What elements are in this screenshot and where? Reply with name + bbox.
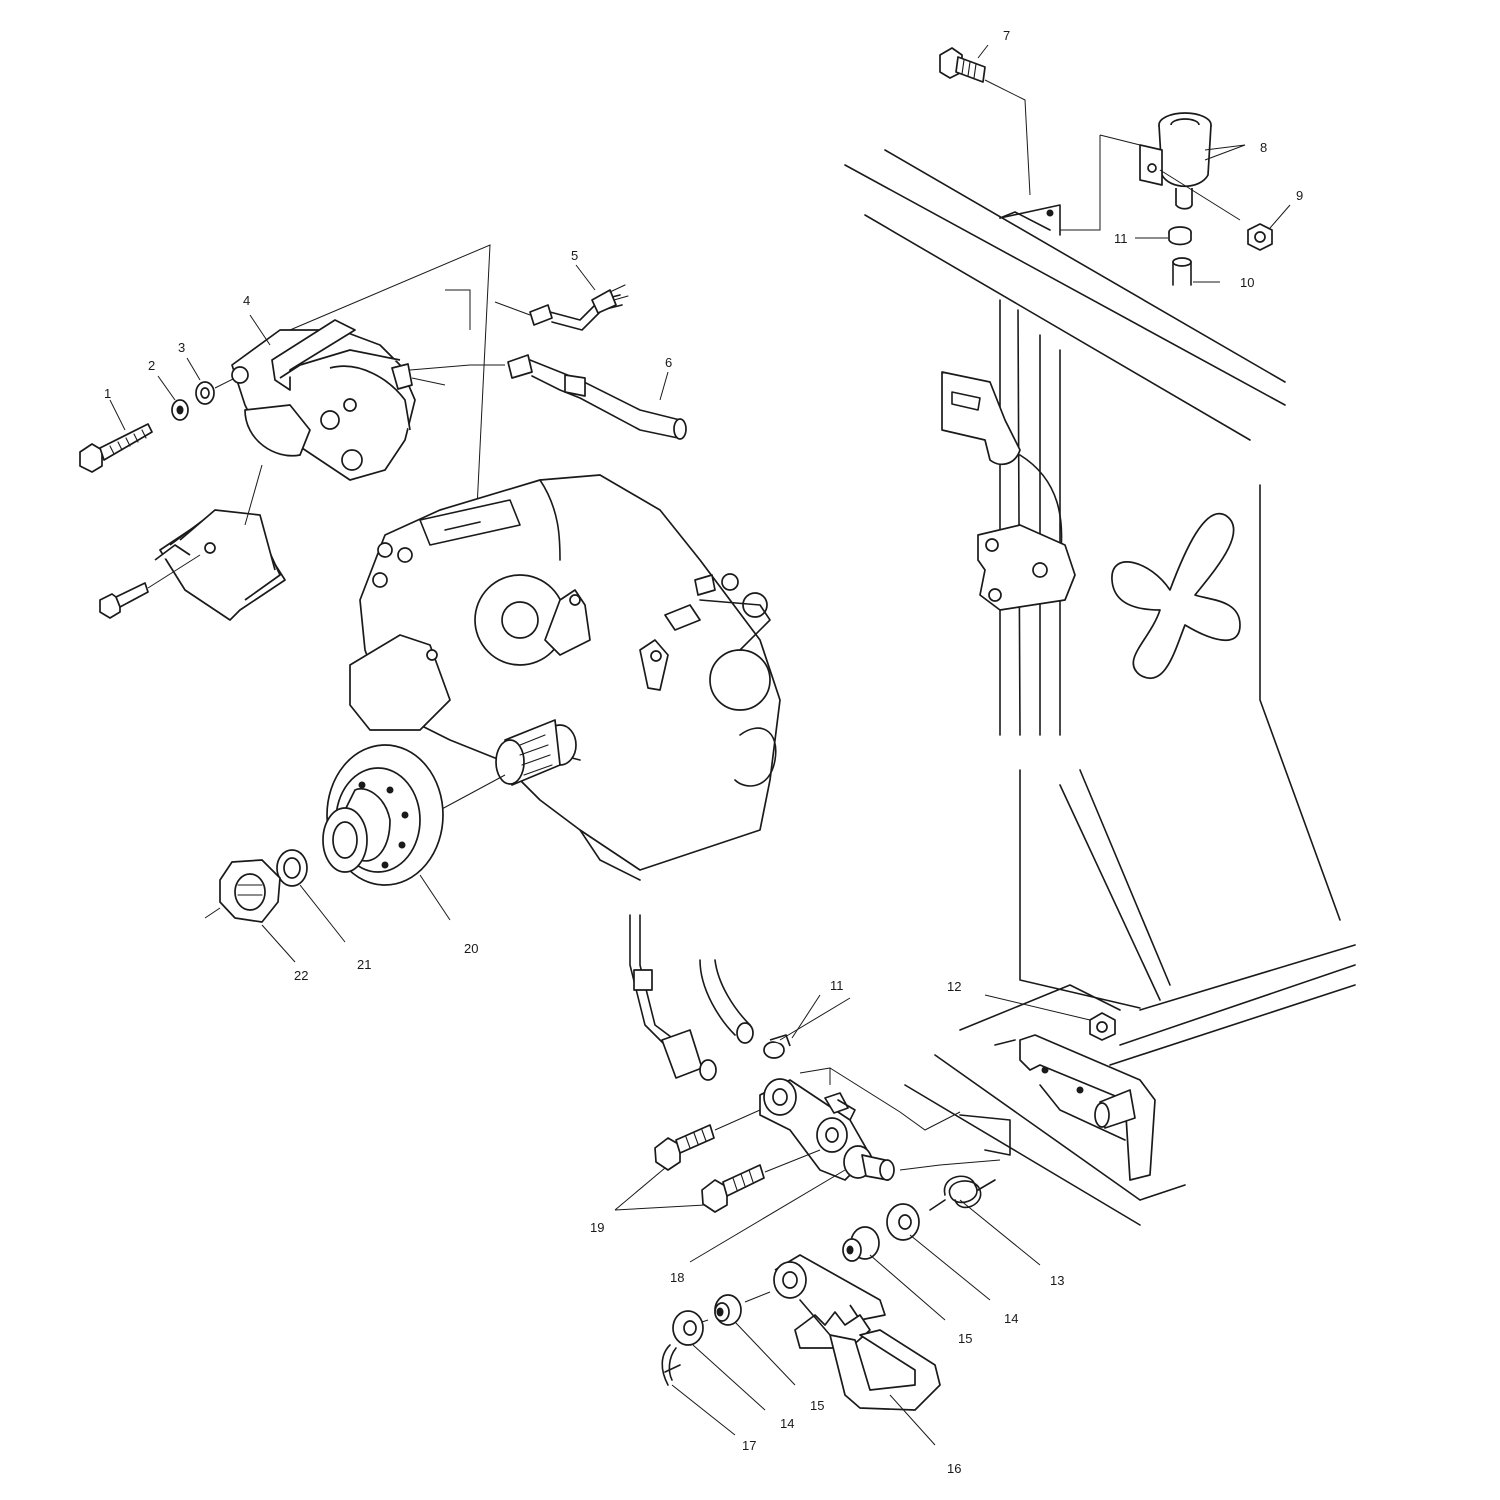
callout-7: 7 [1003,28,1010,43]
brake-disc-20 [322,744,444,886]
callout-8: 8 [1260,140,1267,155]
frame-rails [844,149,1356,1226]
callout-4: 4 [243,293,250,308]
washer-14-right [886,1203,920,1241]
callout-21: 21 [357,957,371,972]
callout-17: 17 [742,1438,756,1453]
brake-cable [629,914,717,1081]
bolt-1 [79,423,153,473]
brake-hose-6 [507,354,687,440]
nut-22 [219,859,281,923]
bolt-19-upper [654,1124,715,1171]
hose-10 [1172,257,1192,286]
lock-washer-2 [171,399,189,421]
callout-11-top: 11 [1114,231,1128,246]
callout-3: 3 [178,340,185,355]
output-shaft [495,719,577,786]
washer-14-left [672,1310,704,1346]
frame-top-tab [999,204,1061,236]
bolt-7 [939,47,986,83]
caliper-4 [231,319,416,481]
callout-14-left: 14 [780,1416,794,1431]
washer-3 [195,381,215,405]
nut-9 [1247,223,1273,251]
callout-10: 10 [1240,275,1254,290]
callout-18: 18 [670,1270,684,1285]
nut-12 [1089,1012,1116,1041]
mount-plate [994,1034,1156,1181]
bolt-19-lower [701,1164,765,1213]
callout-20: 20 [464,941,478,956]
brake-line-5 [529,284,629,331]
callout-2: 2 [148,358,155,373]
callout-22: 22 [294,968,308,983]
callout-5: 5 [571,248,578,263]
callout-11-bottom: 11 [830,978,844,993]
pad-pin [99,582,149,619]
callout-6: 6 [665,355,672,370]
spring-13 [929,1175,996,1211]
clamp-11-top [1168,226,1192,246]
frame-fan-shape [1111,512,1241,679]
cotter-pin-17 [661,1344,681,1386]
callout-15-right: 15 [958,1331,972,1346]
callout-12: 12 [947,979,961,994]
washer-21 [276,849,308,887]
callout-15-left: 15 [810,1398,824,1413]
bushing-15-right [842,1226,880,1262]
callout-19: 19 [590,1220,604,1235]
callout-13: 13 [1050,1273,1064,1288]
gearcase [349,474,781,881]
callout-14-right: 14 [1004,1311,1018,1326]
fluid-hose [699,959,754,1044]
master-cylinder-18 [759,1078,895,1181]
pedal-16 [773,1254,941,1411]
brake-pads [154,509,286,621]
callout-16: 16 [947,1461,961,1476]
reservoir-8 [1139,112,1212,210]
frame-slot-bracket [941,371,1021,466]
frame-mount-bracket [977,524,1076,611]
callout-1: 1 [104,386,111,401]
callout-9: 9 [1296,188,1303,203]
clamp-11-bottom [763,1034,791,1059]
bushing-15-left [714,1294,742,1326]
